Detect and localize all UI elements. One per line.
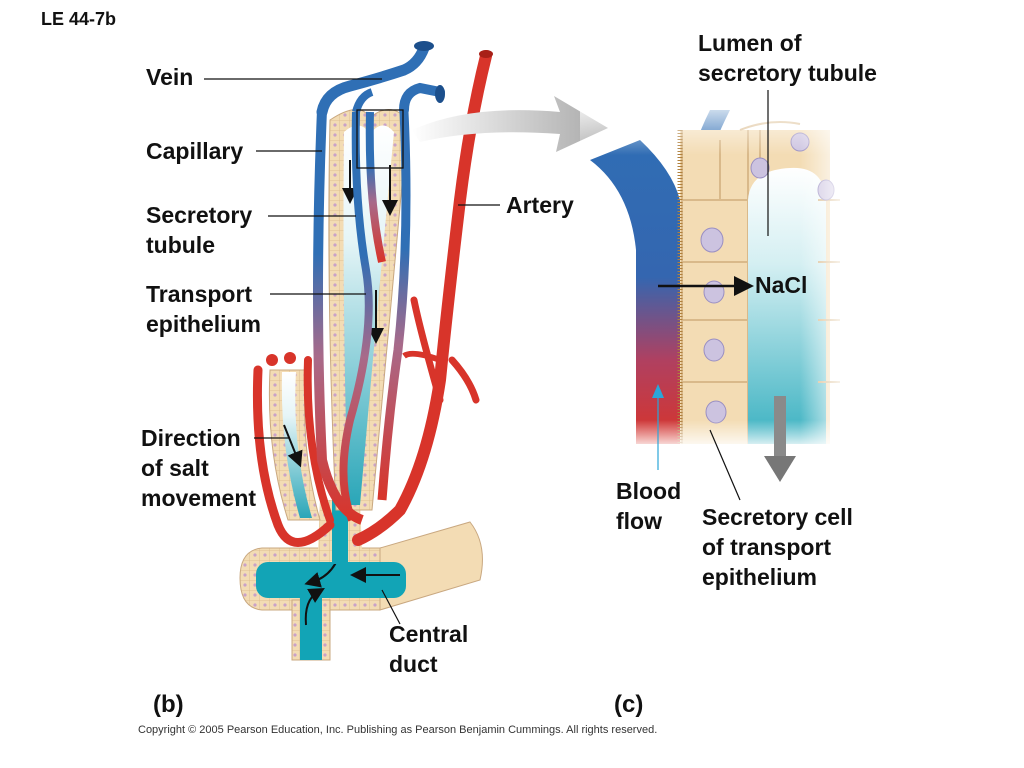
zoom-box bbox=[356, 109, 404, 169]
artery bbox=[352, 50, 493, 546]
label-capillary: Capillary bbox=[146, 138, 244, 164]
label-artery: Artery bbox=[506, 192, 574, 218]
panel-b-label: (b) bbox=[153, 691, 184, 718]
vein bbox=[316, 41, 445, 118]
copyright-notice: Copyright © 2005 Pearson Education, Inc.… bbox=[138, 724, 658, 736]
panel-b-illustration bbox=[204, 41, 608, 661]
label-nacl: NaCl bbox=[755, 272, 808, 298]
left-tubule bbox=[252, 352, 335, 547]
panel-c-illustration bbox=[580, 90, 850, 501]
zoom-pointer-arrow bbox=[412, 96, 608, 152]
figure-id: LE 44-7b bbox=[41, 9, 117, 29]
panel-c-label: (c) bbox=[614, 691, 644, 718]
capillaries bbox=[313, 109, 411, 525]
label-vein: Vein bbox=[146, 64, 194, 90]
